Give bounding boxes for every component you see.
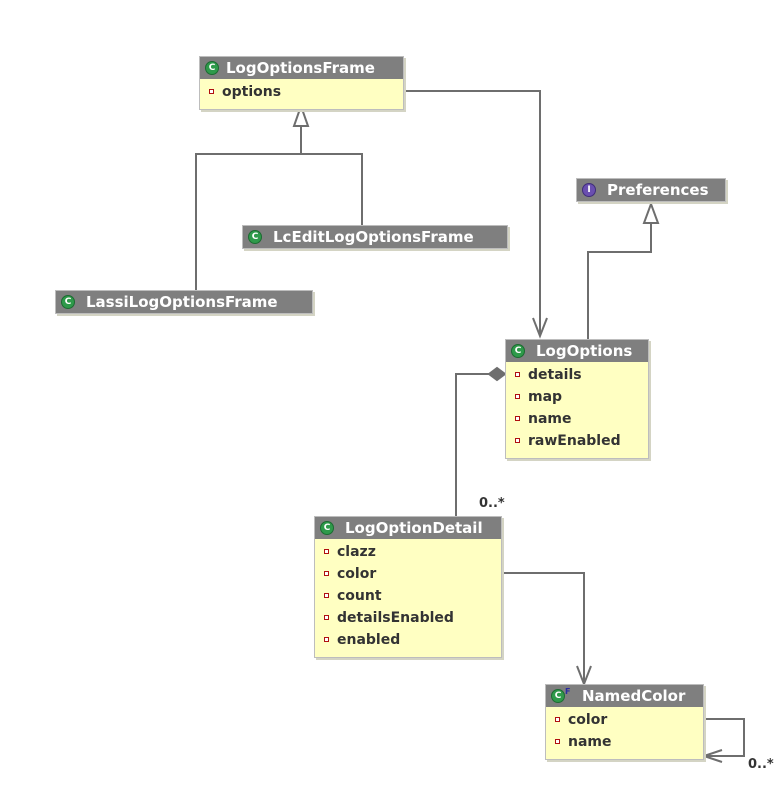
private-field-icon <box>324 549 329 554</box>
private-field-icon <box>324 593 329 598</box>
field[interactable]: rawEnabled <box>506 430 648 452</box>
class-log-options[interactable]: C LogOptions details map name rawEnabled <box>505 339 649 459</box>
class-log-option-detail[interactable]: C LogOptionDetail clazz color count deta… <box>314 516 502 658</box>
field[interactable]: clazz <box>315 541 501 563</box>
class-name: LcEditLogOptionsFrame <box>273 228 474 246</box>
class-header: C LassiLogOptionsFrame <box>56 291 312 313</box>
class-name: NamedColor <box>582 687 686 705</box>
composition-diamond <box>487 366 507 382</box>
class-fields: clazz color count detailsEnabled enabled <box>315 539 501 657</box>
class-header: C LogOptionsFrame <box>200 57 403 79</box>
self-association-line <box>704 718 745 757</box>
class-fields: options <box>200 79 403 109</box>
class-header: C LogOptionDetail <box>315 517 501 539</box>
class-log-options-frame[interactable]: C LogOptionsFrame options <box>199 56 404 110</box>
realization-arrow-preferences <box>642 201 660 224</box>
class-icon: C <box>248 230 262 244</box>
realization-line-preferences <box>587 224 652 339</box>
multiplicity-label-details: 0..* <box>479 496 505 511</box>
field[interactable]: count <box>315 585 501 607</box>
class-name: LassiLogOptionsFrame <box>86 293 278 311</box>
field[interactable]: name <box>546 731 703 753</box>
class-icon: C <box>320 521 334 535</box>
class-fields: color name <box>546 707 703 759</box>
self-association-arrow <box>700 749 723 763</box>
field[interactable]: name <box>506 408 648 430</box>
association-line-options <box>404 90 541 336</box>
class-name: LogOptions <box>536 342 633 360</box>
class-name: Preferences <box>607 181 709 199</box>
field[interactable]: enabled <box>315 629 501 651</box>
class-header: I Preferences <box>577 179 725 201</box>
class-icon: C <box>61 295 75 309</box>
private-field-icon <box>555 739 560 744</box>
final-marker: F <box>565 687 571 696</box>
class-icon: C <box>511 344 525 358</box>
class-fields: details map name rawEnabled <box>506 362 648 458</box>
private-field-icon <box>209 89 214 94</box>
private-field-icon <box>324 571 329 576</box>
inheritance-line-lcedit <box>301 153 363 225</box>
inheritance-line-lassi <box>195 127 302 290</box>
private-field-icon <box>324 637 329 642</box>
private-field-icon <box>515 438 520 443</box>
class-lassi-log-options-frame[interactable]: C LassiLogOptionsFrame <box>55 290 313 314</box>
multiplicity-label-self: 0..* <box>748 757 774 772</box>
private-field-icon <box>324 615 329 620</box>
class-name: LogOptionDetail <box>345 519 483 537</box>
field[interactable]: detailsEnabled <box>315 607 501 629</box>
private-field-icon <box>515 372 520 377</box>
field[interactable]: details <box>506 364 648 386</box>
private-field-icon <box>515 394 520 399</box>
private-field-icon <box>515 416 520 421</box>
field[interactable]: options <box>200 81 403 103</box>
field[interactable]: map <box>506 386 648 408</box>
field[interactable]: color <box>546 709 703 731</box>
class-lc-edit-log-options-frame[interactable]: C LcEditLogOptionsFrame <box>242 225 508 249</box>
class-header: C LogOptions <box>506 340 648 362</box>
private-field-icon <box>555 717 560 722</box>
class-name: LogOptionsFrame <box>226 59 375 77</box>
association-arrow-options <box>532 317 548 339</box>
association-line-color <box>502 572 585 684</box>
class-header: C LcEditLogOptionsFrame <box>243 226 507 248</box>
interface-icon: I <box>582 183 596 197</box>
interface-preferences[interactable]: I Preferences <box>576 178 726 202</box>
inheritance-arrow-frame <box>292 102 310 127</box>
field[interactable]: color <box>315 563 501 585</box>
composition-line-details <box>455 373 490 516</box>
class-icon: C <box>205 61 219 75</box>
